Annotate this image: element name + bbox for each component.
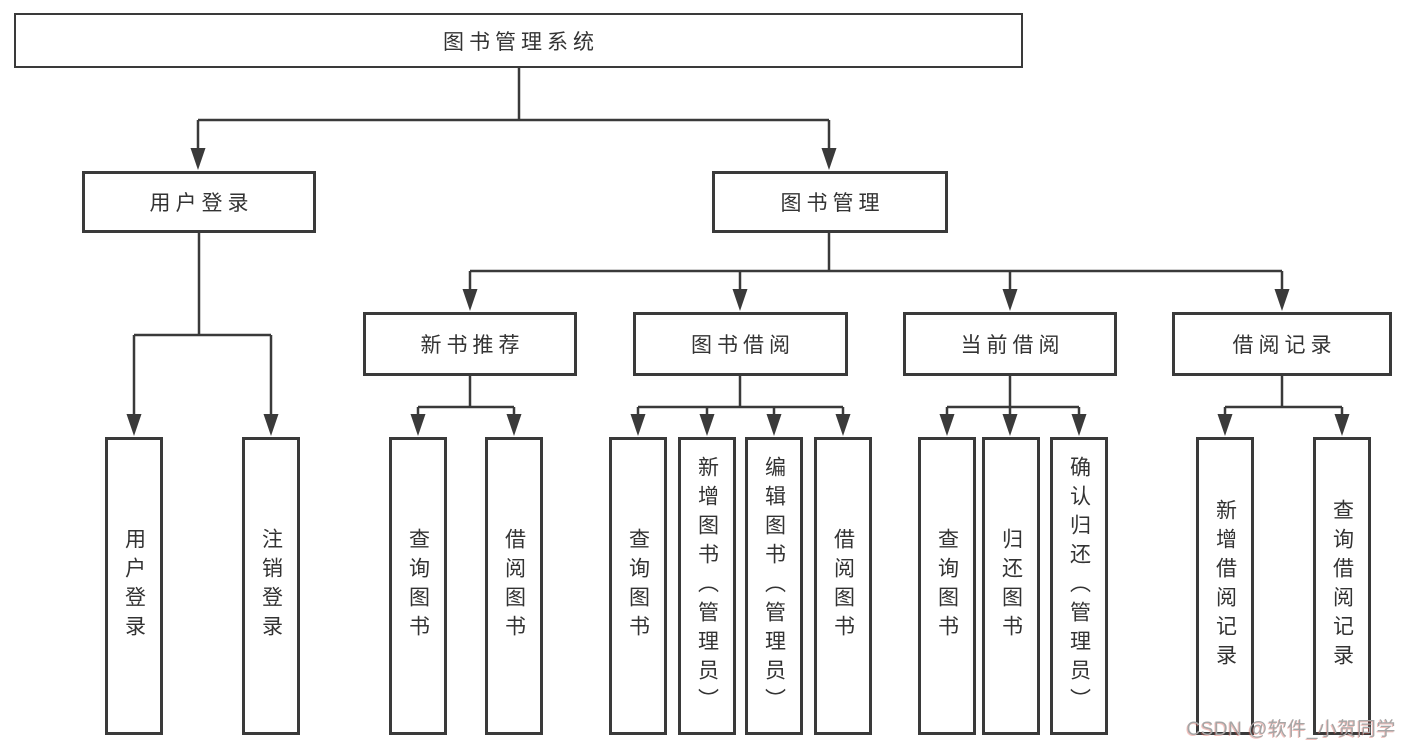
csdn-watermark: CSDN @软件_小贺同学 xyxy=(1186,719,1396,740)
leaf-borrow-edit: 编辑图书（管理员） xyxy=(745,437,803,735)
leaf-current-confirm: 确认归还（管理员） xyxy=(1050,437,1108,735)
node-user-login: 用户登录 xyxy=(82,171,316,233)
connector-user-login-children xyxy=(126,233,279,436)
leaf-borrow-borrow-label: 借阅图书 xyxy=(831,528,855,644)
leaf-records-add: 新增借阅记录 xyxy=(1196,437,1254,735)
leaf-current-return-label: 归还图书 xyxy=(999,528,1023,644)
leaf-newbooks-query-label: 查询图书 xyxy=(406,528,430,644)
connector-borrow-records-children xyxy=(1217,376,1350,436)
connector-root-to-level2 xyxy=(190,68,837,170)
node-book-borrow: 图书借阅 xyxy=(633,312,848,376)
leaf-borrow-edit-label: 编辑图书（管理员） xyxy=(762,455,786,717)
leaf-newbooks-borrow: 借阅图书 xyxy=(485,437,543,735)
leaf-user-login: 用户登录 xyxy=(105,437,163,735)
connector-current-borrow-children xyxy=(939,376,1087,436)
leaf-borrow-add-label: 新增图书（管理员） xyxy=(695,455,719,717)
node-root: 图书管理系统 xyxy=(14,13,1023,68)
node-new-books: 新书推荐 xyxy=(363,312,577,376)
node-current-borrow: 当前借阅 xyxy=(903,312,1117,376)
leaf-logout: 注销登录 xyxy=(242,437,300,735)
leaf-borrow-borrow: 借阅图书 xyxy=(814,437,872,735)
node-borrow-records: 借阅记录 xyxy=(1172,312,1392,376)
node-new-books-label: 新书推荐 xyxy=(420,334,525,357)
leaf-borrow-query-label: 查询图书 xyxy=(626,528,650,644)
leaf-borrow-query: 查询图书 xyxy=(609,437,667,735)
connector-book-mgmt-children xyxy=(462,233,1290,311)
node-user-login-label: 用户登录 xyxy=(149,192,254,215)
leaf-logout-label: 注销登录 xyxy=(259,528,283,644)
leaf-newbooks-query: 查询图书 xyxy=(389,437,447,735)
leaf-current-query-label: 查询图书 xyxy=(935,528,959,644)
leaf-current-confirm-label: 确认归还（管理员） xyxy=(1067,455,1091,717)
connector-book-borrow-children xyxy=(630,376,851,436)
node-root-label: 图书管理系统 xyxy=(443,30,599,54)
node-borrow-records-label: 借阅记录 xyxy=(1232,334,1337,357)
leaf-records-add-label: 新增借阅记录 xyxy=(1213,499,1237,673)
leaf-borrow-add: 新增图书（管理员） xyxy=(678,437,736,735)
leaf-records-query-label: 查询借阅记录 xyxy=(1330,499,1354,673)
leaf-records-query: 查询借阅记录 xyxy=(1313,437,1371,735)
leaf-current-return: 归还图书 xyxy=(982,437,1040,735)
node-book-mgmt-label: 图书管理 xyxy=(780,192,885,215)
node-current-borrow-label: 当前借阅 xyxy=(960,334,1065,357)
leaf-newbooks-borrow-label: 借阅图书 xyxy=(502,528,526,644)
leaf-current-query: 查询图书 xyxy=(918,437,976,735)
leaf-user-login-label: 用户登录 xyxy=(122,528,146,644)
node-book-mgmt: 图书管理 xyxy=(712,171,948,233)
node-book-borrow-label: 图书借阅 xyxy=(691,334,795,357)
connector-new-books-children xyxy=(410,376,522,436)
